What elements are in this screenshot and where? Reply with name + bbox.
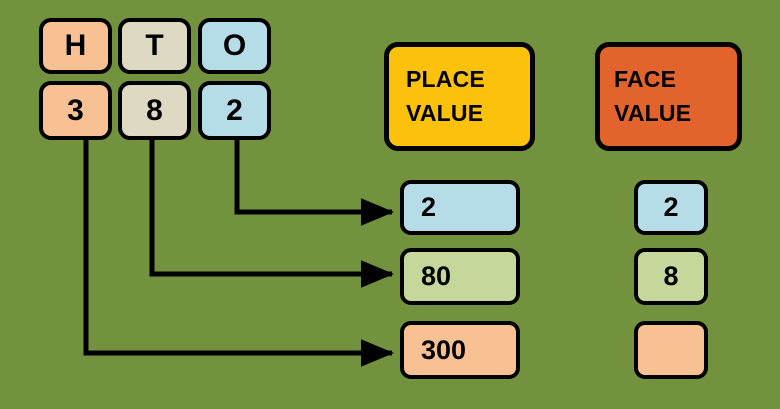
place-chart-header-hundreds-label: H — [64, 29, 87, 62]
face-value-box-hundreds-empty[interactable] — [634, 321, 708, 379]
place-value-box-hundreds-label: 300 — [421, 334, 467, 365]
place-chart-digit-tens-label: 8 — [146, 93, 163, 127]
place-chart-digit-ones[interactable]: 2 — [198, 81, 271, 140]
face-value-box-tens-label: 8 — [663, 261, 679, 291]
face-value-header-line1: FACE — [614, 66, 677, 92]
place-value-box-ones-label: 2 — [421, 192, 437, 222]
place-chart-header-ones-label: O — [222, 29, 247, 62]
place-chart-header-ones: O — [198, 18, 271, 74]
connector-ones-to-place-value — [234, 140, 395, 226]
place-chart-digit-ones-label: 2 — [226, 93, 243, 127]
face-value-header-line2: VALUE — [614, 100, 692, 126]
place-chart-header-hundreds: H — [39, 18, 112, 74]
connector-tens-to-place-value — [149, 140, 395, 288]
place-value-box-hundreds[interactable]: 300 — [400, 321, 520, 379]
place-value-header-line1: PLACE — [406, 66, 485, 92]
face-value-box-tens[interactable]: 8 — [634, 248, 708, 305]
place-value-column-header: PLACE VALUE — [384, 42, 535, 151]
place-chart-header-tens-label: T — [145, 29, 164, 62]
face-value-column-header: FACE VALUE — [595, 42, 742, 151]
place-value-header-line2: VALUE — [406, 100, 484, 126]
face-value-box-ones-label: 2 — [663, 192, 679, 222]
connector-hundreds-to-place-value — [83, 140, 395, 367]
place-value-box-tens-label: 80 — [421, 261, 452, 291]
place-chart-header-tens: T — [118, 18, 191, 74]
place-chart-digit-tens[interactable]: 8 — [118, 81, 191, 140]
face-value-box-ones[interactable]: 2 — [634, 180, 708, 235]
place-chart-digit-hundreds[interactable]: 3 — [39, 81, 112, 140]
place-value-box-ones[interactable]: 2 — [400, 180, 520, 235]
place-chart-digit-hundreds-label: 3 — [67, 93, 84, 127]
place-value-box-tens[interactable]: 80 — [400, 248, 520, 305]
